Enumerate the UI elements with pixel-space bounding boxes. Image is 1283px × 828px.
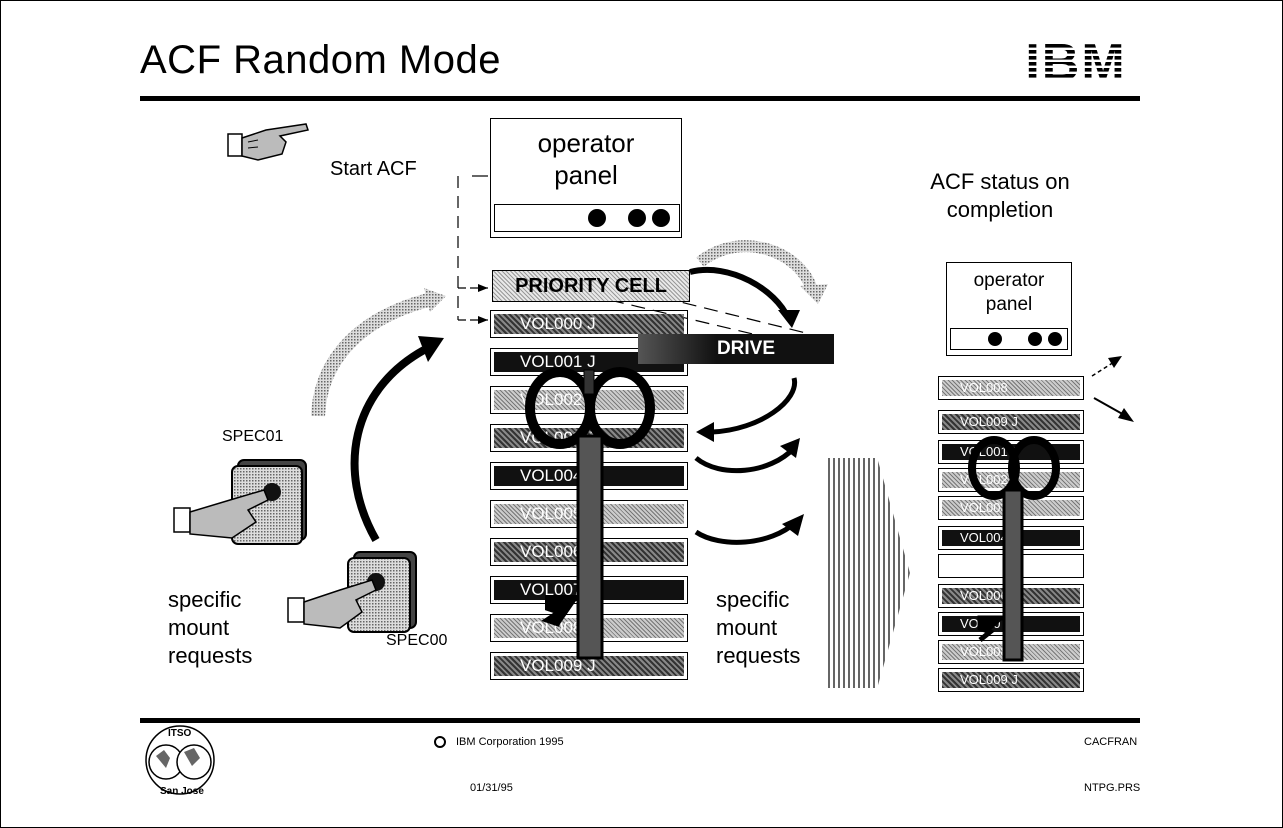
- copyright-text: IBM Corporation 1995: [456, 736, 564, 748]
- foil-code-text: CACFRAN: [1084, 736, 1138, 748]
- small-key-icon: [968, 436, 1060, 662]
- hand-spec01-icon: [173, 489, 269, 539]
- status-heading: ACF status on completion: [930, 169, 1070, 222]
- seal-top-label: ITSO: [168, 728, 192, 739]
- cartridge-spec00-icon: [347, 551, 417, 633]
- volume-label: VOL001 J: [494, 352, 684, 372]
- operator-panel-label: operator panel: [537, 128, 635, 190]
- indicator-lights-icon: [588, 209, 670, 227]
- volume-label: VOL009 J: [942, 672, 1080, 688]
- status-panel-buttons: [950, 328, 1068, 350]
- spec00-label: SPEC00: [386, 632, 448, 649]
- large-key-icon: [525, 367, 655, 660]
- volume-slot: VOL000 J: [490, 310, 688, 338]
- priority-cell: PRIORITY CELL: [492, 270, 690, 302]
- volume-label: VOL000 J: [494, 314, 684, 334]
- middle-requests-label: specific mount requests: [716, 587, 801, 668]
- slide-title: ACF Random Mode: [140, 38, 501, 82]
- status-indicator-lights-icon: [988, 332, 1062, 346]
- hand-spec00-icon: [287, 579, 377, 629]
- volume-label: VOL009 J: [494, 656, 684, 676]
- bottom-rule: [140, 718, 1140, 723]
- ibm-logo: IBM: [1016, 38, 1136, 84]
- file-name-text: NTPG.PRS: [1084, 782, 1141, 794]
- volume-slot: VOL001 J: [490, 348, 688, 376]
- left-requests-label: specific mount requests: [168, 587, 253, 668]
- volume-slot: VOL008: [938, 376, 1084, 400]
- date-text: 01/31/95: [470, 782, 513, 794]
- start-acf-label: Start ACF: [330, 158, 417, 180]
- operator-panel-buttons: [494, 204, 680, 232]
- seal-bottom-label: San Jose: [160, 786, 204, 797]
- volume-label: VOL008: [942, 380, 1080, 396]
- volume-slot: VOL009 J: [938, 668, 1084, 692]
- status-operator-panel-label: operator panel: [973, 270, 1045, 315]
- spec01-label: SPEC01: [222, 428, 284, 445]
- volume-label: VOL009 J: [942, 414, 1080, 430]
- volume-slot: VOL009 J: [938, 410, 1084, 434]
- top-rule: [140, 96, 1140, 101]
- drive: DRIVE: [638, 334, 834, 364]
